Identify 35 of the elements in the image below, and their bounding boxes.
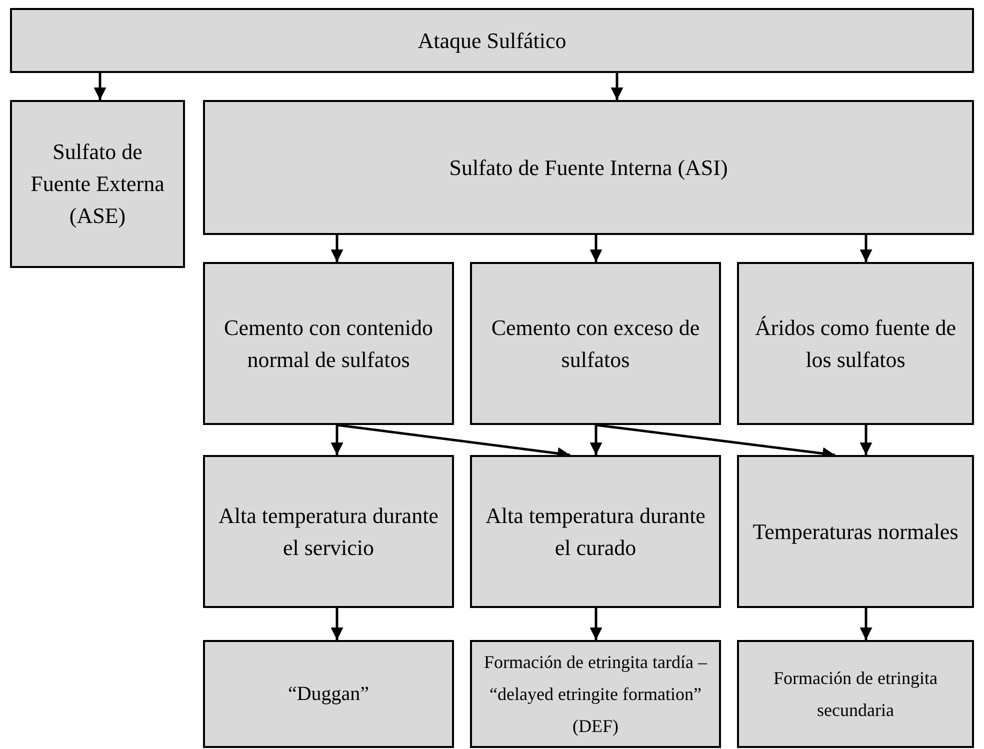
arrow [330, 235, 344, 262]
process-box [737, 640, 974, 748]
box-label: Sulfato de Fuente Interna (ASI) [449, 154, 728, 182]
box-label: “Duggan” [288, 682, 370, 707]
process-box [10, 100, 185, 268]
process-box [737, 455, 974, 608]
box-label: Cemento con contenido normal de sulfatos [223, 314, 434, 374]
process-box [737, 262, 974, 425]
process-box [10, 8, 974, 73]
box-label: Temperaturas normales [752, 518, 958, 546]
process-box [203, 640, 454, 748]
arrow [330, 608, 344, 640]
box-label: Formación de etringita tardía – “delayed etringite formation” (DEF) [483, 651, 708, 738]
process-box [470, 262, 721, 425]
process-box [470, 640, 721, 748]
arrow [590, 235, 602, 262]
box-label: Formación de etringita secundaria [772, 667, 938, 722]
arrow [590, 425, 602, 455]
box-label: Alta temperatura durante el curado [484, 502, 706, 562]
process-box [470, 455, 721, 608]
box-label: Sulfato de Fuente Externa (ASE) [30, 138, 166, 230]
box-label: Cemento con exceso de sulfatos [490, 314, 701, 374]
process-box [203, 262, 454, 425]
process-box [203, 455, 454, 608]
arrow [94, 73, 106, 100]
process-box [203, 100, 974, 235]
arrow [330, 425, 344, 455]
box-label: Alta temperatura durante el servicio [218, 502, 440, 562]
arrow [610, 73, 624, 100]
arrow [860, 608, 872, 640]
arrow [860, 425, 872, 455]
arrow [860, 235, 872, 262]
box-label: Áridos como fuente de los sulfatos [754, 314, 957, 374]
arrow [590, 608, 602, 640]
box-label: Ataque Sulfático [418, 26, 566, 55]
